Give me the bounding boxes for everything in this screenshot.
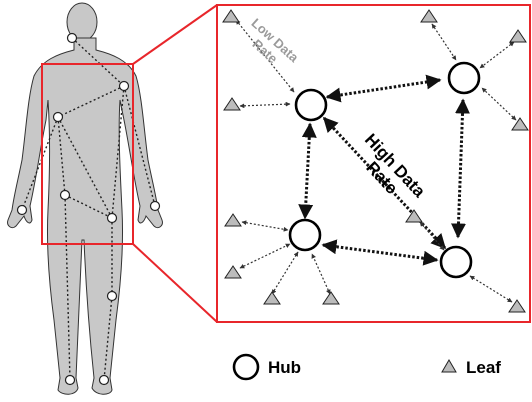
- sensor-node-hand-right: [151, 202, 160, 211]
- legend-leaf-icon: [442, 360, 456, 372]
- hub-node: [441, 247, 471, 277]
- zoom-line-bottom: [133, 244, 217, 322]
- sensor-node-hip-right: [108, 214, 117, 223]
- hub-node: [449, 63, 479, 93]
- zoom-line-top: [133, 5, 217, 64]
- human-body-figure: [8, 3, 163, 394]
- sensor-node-chest: [54, 113, 63, 122]
- sensor-node-foot-right: [100, 376, 109, 385]
- legend-hub-icon: [234, 355, 258, 379]
- sensor-node-knee: [108, 292, 117, 301]
- sensor-node-shoulder: [120, 82, 129, 91]
- hub-node: [296, 90, 326, 120]
- hub-node: [290, 220, 320, 250]
- sensor-node-head: [68, 34, 77, 43]
- legend: Hub Leaf: [234, 355, 501, 379]
- sensor-node-hip-left: [61, 191, 70, 200]
- legend-hub-label: Hub: [268, 358, 301, 377]
- legend-leaf-label: Leaf: [466, 358, 501, 377]
- sensor-node-foot-left: [66, 376, 75, 385]
- body-silhouette: [8, 38, 163, 394]
- sensor-node-hand-left: [18, 206, 27, 215]
